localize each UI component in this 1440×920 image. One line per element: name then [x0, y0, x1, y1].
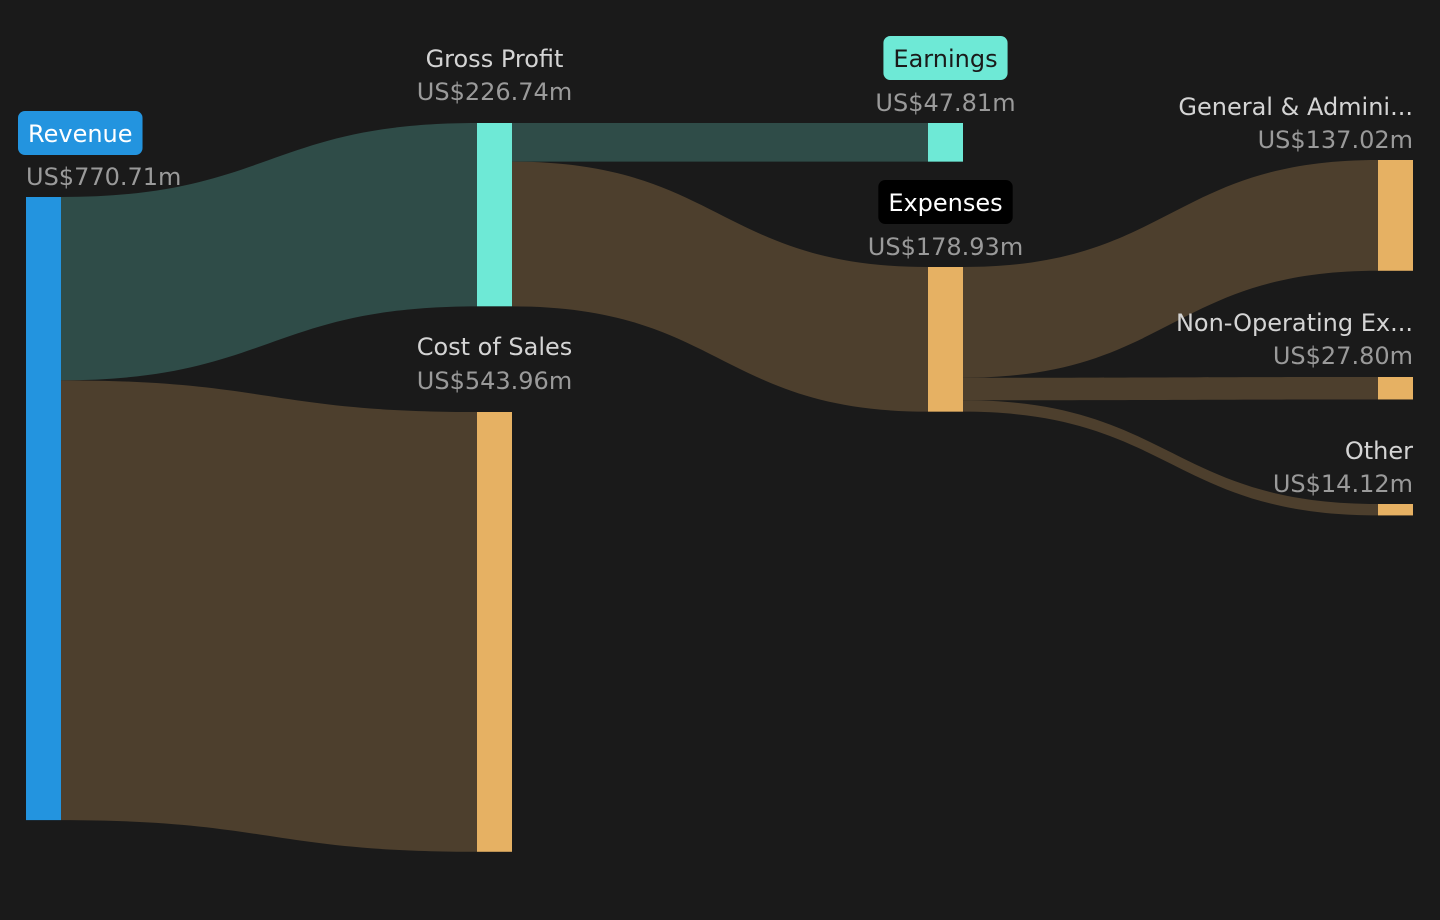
- link-expenses-to-non_op: [963, 377, 1378, 401]
- node-value-expenses: US$178.93m: [868, 233, 1023, 261]
- sankey-nodes: [26, 123, 1413, 852]
- node-bar-gross_profit: [477, 123, 512, 307]
- link-expenses-to-ga: [963, 160, 1378, 378]
- node-name-revenue: Revenue: [28, 120, 133, 148]
- node-bar-expenses: [928, 267, 963, 412]
- node-value-other: US$14.12m: [1273, 470, 1413, 498]
- sankey-links: [61, 123, 1378, 852]
- node-value-non_op: US$27.80m: [1273, 342, 1413, 370]
- node-label-non_op: Non-Operating Ex... US$27.80m: [1176, 309, 1413, 370]
- node-name-earnings: Earnings: [893, 45, 997, 73]
- node-badge-earnings: [883, 36, 1008, 80]
- node-bar-ga: [1378, 160, 1413, 271]
- node-label-ga: General & Admini... US$137.02m: [1178, 93, 1413, 154]
- node-bar-non_op: [1378, 377, 1413, 400]
- node-value-gross_profit: US$226.74m: [417, 78, 572, 106]
- node-name-cost_of_sales: Cost of Sales: [417, 333, 573, 361]
- link-gross_profit-to-expenses: [512, 161, 928, 412]
- node-value-revenue: US$770.71m: [26, 163, 181, 191]
- node-name-gross_profit: Gross Profit: [426, 45, 564, 73]
- node-value-earnings: US$47.81m: [875, 89, 1015, 117]
- node-value-cost_of_sales: US$543.96m: [417, 367, 572, 395]
- node-badge-expenses: [878, 180, 1013, 224]
- node-name-other: Other: [1345, 437, 1413, 465]
- node-bar-earnings: [928, 123, 963, 162]
- link-revenue-to-gross_profit: [61, 123, 477, 381]
- node-name-ga: General & Admini...: [1178, 93, 1413, 121]
- node-bar-other: [1378, 504, 1413, 516]
- node-badge-revenue: [18, 111, 143, 155]
- link-revenue-to-cost_of_sales: [61, 380, 477, 852]
- link-expenses-to-other: [963, 400, 1378, 516]
- node-value-ga: US$137.02m: [1258, 126, 1413, 154]
- node-bar-cost_of_sales: [477, 412, 512, 852]
- link-gross_profit-to-earnings: [512, 123, 928, 162]
- node-name-expenses: Expenses: [888, 189, 1002, 217]
- node-bar-revenue: [26, 197, 61, 821]
- node-name-non_op: Non-Operating Ex...: [1176, 309, 1413, 337]
